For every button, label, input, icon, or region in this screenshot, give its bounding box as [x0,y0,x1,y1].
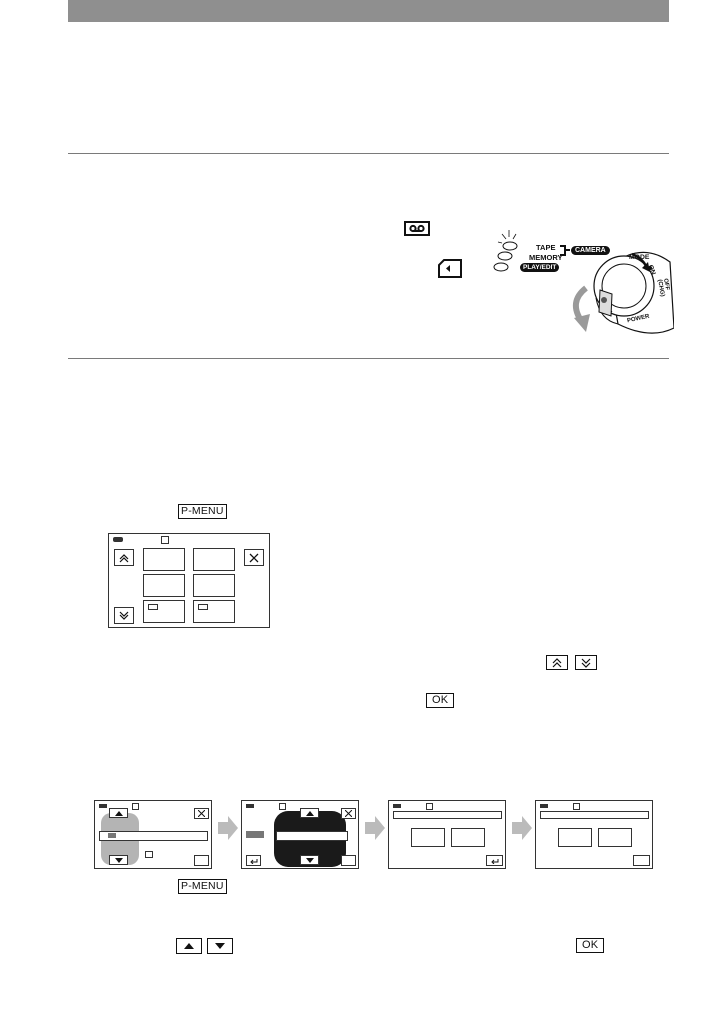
flow-arrow [218,816,238,840]
memory-card-icon [438,259,462,278]
flow-arrow [512,816,532,840]
page-down-button[interactable] [114,607,134,624]
section-header-bar [68,0,669,22]
option-button[interactable] [598,828,632,847]
tape-small-icon [145,851,153,858]
tape-lamp-label: TAPE [536,243,556,252]
up-button[interactable] [109,808,128,818]
ok-small-button[interactable] [633,855,650,866]
back-button[interactable] [486,855,503,866]
menu-item-cell[interactable] [193,574,235,597]
battery-icon [99,804,107,808]
down-button[interactable] [300,855,319,865]
flow-screen-4 [535,800,653,869]
flow-screen-3 [388,800,506,869]
p-menu-screen [108,533,270,628]
up-arrow-button[interactable] [176,938,202,954]
scroll-down-double-icon [575,655,597,670]
mode-icon [279,803,286,810]
menu-item-cell[interactable] [143,548,185,571]
menu-item-cell[interactable] [193,548,235,571]
camera-lamp-label: CAMERA [571,246,610,255]
ok-button[interactable]: OK [426,693,455,708]
selected-item-bar[interactable] [99,831,208,841]
close-button[interactable] [244,549,264,566]
battery-icon [540,804,548,808]
down-arrow-button[interactable] [207,938,233,954]
scroll-up-double-icon [546,655,568,670]
p-menu-button[interactable]: P-MENU [178,504,227,519]
option-button[interactable] [451,828,485,847]
ok-small-button[interactable] [341,855,356,866]
play-edit-lamp-label: PLAY/EDIT [520,263,560,272]
menu-item-cell[interactable] [143,574,185,597]
battery-icon [113,537,123,542]
page-up-button[interactable] [114,549,134,566]
item-icon [198,604,208,610]
category-icon [246,831,264,838]
ok-button[interactable]: OK [576,938,605,953]
mode-label: MODE [629,254,650,261]
battery-icon [246,804,254,808]
flow-arrow [365,816,385,840]
section-divider [68,153,669,154]
title-bar [393,811,502,819]
battery-icon [393,804,401,808]
down-button[interactable] [109,855,128,865]
memory-lamp-label: MEMORY [529,253,563,262]
mode-icon [161,536,169,544]
title-bar [540,811,649,819]
tape-cassette-icon [404,221,430,236]
power-switch-illustration: TAPE MEMORY PLAY/EDIT CAMERA MODE ON OFF… [490,228,675,340]
menu-item-cell[interactable] [143,600,185,623]
mode-icon [132,803,139,810]
up-button[interactable] [300,808,319,818]
mode-icon [573,803,580,810]
mode-icon [426,803,433,810]
ok-small-button[interactable] [194,855,209,866]
item-icon [148,604,158,610]
p-menu-button[interactable]: P-MENU [178,879,227,894]
flow-screen-2 [241,800,359,869]
selected-item-bar[interactable] [276,831,348,841]
section-divider [68,358,669,359]
option-button[interactable] [411,828,445,847]
close-button[interactable] [194,808,209,819]
option-button[interactable] [558,828,592,847]
flow-screen-1 [94,800,212,869]
back-button[interactable] [246,855,261,866]
close-button[interactable] [341,808,356,819]
menu-item-cell[interactable] [193,600,235,623]
